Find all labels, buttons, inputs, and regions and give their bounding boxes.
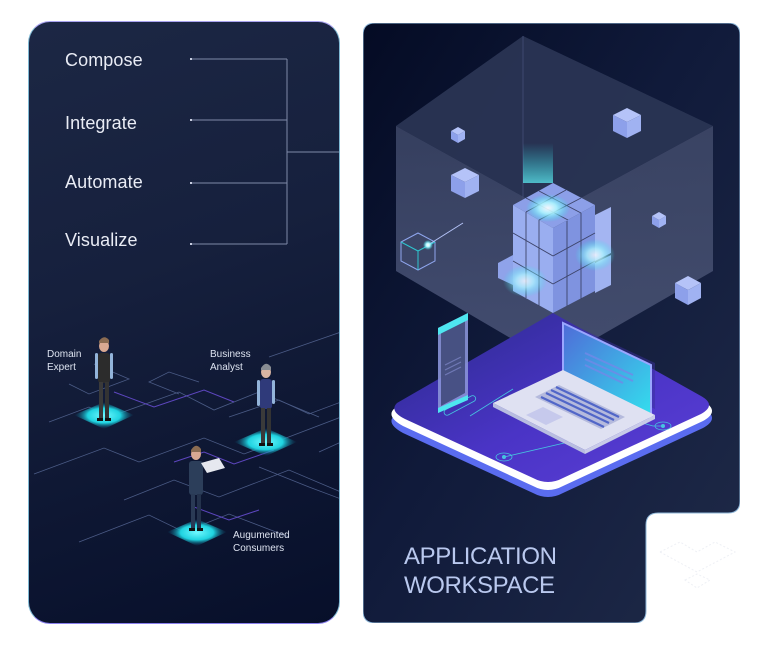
persona-augmented-consumers-label: Augumented Consumers xyxy=(233,530,290,554)
left-panel-personas: Compose Integrate Automate Visualize xyxy=(28,21,340,624)
platform-augmented-consumers xyxy=(167,519,227,546)
platform-business-analyst xyxy=(234,428,297,456)
feature-automate: Automate xyxy=(65,172,143,192)
wireframe-cube xyxy=(400,222,464,271)
floating-cubes xyxy=(451,108,701,305)
figure-domain-expert xyxy=(95,337,113,421)
figure-augmented-consumer xyxy=(189,445,225,531)
workspace-title-line1: APPLICATION xyxy=(404,543,557,570)
phone-device xyxy=(438,313,468,413)
platform-domain-expert xyxy=(74,402,134,429)
data-cube-cluster xyxy=(498,143,615,313)
persona-domain-expert-label: Domain Expert xyxy=(47,349,82,373)
feature-compose: Compose xyxy=(65,50,143,70)
right-panel-application-workspace: APPLICATION WORKSPACE xyxy=(363,23,740,623)
persona-business-analyst-label: Business Analyst xyxy=(210,349,251,373)
figure-business-analyst xyxy=(257,363,275,446)
decorative-faint-shape xyxy=(658,541,737,589)
laptop-device xyxy=(493,320,655,454)
feature-bracket-connector xyxy=(33,58,339,546)
feature-visualize: Visualize xyxy=(65,230,138,250)
feature-integrate: Integrate xyxy=(65,113,137,133)
workspace-title-line2: WORKSPACE xyxy=(404,572,555,599)
workspace-illustration xyxy=(363,23,740,623)
